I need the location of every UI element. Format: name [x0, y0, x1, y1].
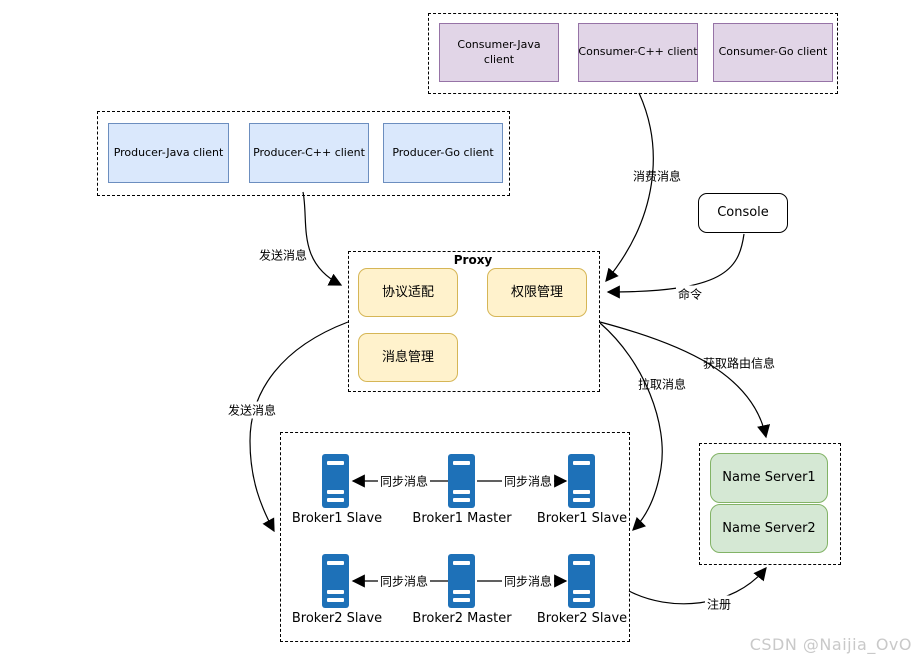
edge-label-sync-b1-left: 同步消息: [377, 472, 431, 490]
name-server2-box: Name Server2: [710, 504, 828, 553]
consumer-cpp-client-box: Consumer-C++ client: [578, 23, 698, 82]
proxy-module-message-management: 消息管理: [358, 333, 458, 382]
edge-broker-to-nameserver: [628, 566, 767, 605]
proxy-module-permission-management: 权限管理: [487, 268, 587, 317]
edge-label-command: 命令: [675, 285, 705, 303]
broker2-master-label: Broker2 Master: [412, 611, 512, 626]
name-server1-box: Name Server1: [710, 453, 828, 503]
consumer-java-client-box: Consumer-Java client: [439, 23, 559, 82]
broker-cluster-group: [280, 432, 630, 642]
proxy-group: [348, 251, 600, 392]
broker1-slave-right-label: Broker1 Slave: [536, 511, 628, 526]
producer-cpp-client-box: Producer-C++ client: [249, 123, 369, 183]
broker1-slave-left-label: Broker1 Slave: [291, 511, 383, 526]
edge-label-get-route: 获取路由信息: [702, 356, 776, 371]
producer-java-client-box: Producer-Java client: [108, 123, 229, 183]
edge-label-send-to-proxy: 发送消息: [258, 248, 308, 263]
consumer-go-client-box: Consumer-Go client: [713, 23, 833, 82]
edge-producer-to-proxy: [302, 191, 343, 286]
server-icon: [568, 554, 595, 608]
edge-label-send-to-broker: 发送消息: [225, 401, 279, 419]
csdn-watermark: CSDN @Naijia_OvO: [749, 635, 912, 654]
name-server-group: [699, 443, 841, 565]
producer-go-client-box: Producer-Go client: [383, 123, 503, 183]
proxy-module-protocol-adaptation: 协议适配: [358, 268, 458, 317]
server-icon: [448, 454, 475, 508]
edge-label-pull: 拉取消息: [637, 377, 687, 392]
edge-label-register: 注册: [704, 595, 734, 613]
edge-consumer-to-proxy: [605, 92, 654, 283]
broker1-master-label: Broker1 Master: [412, 511, 512, 526]
edge-console-to-proxy: [606, 233, 745, 299]
edge-label-sync-b2-right: 同步消息: [501, 572, 555, 590]
server-icon: [322, 554, 349, 608]
consumer-group: [428, 13, 838, 94]
broker2-slave-right-label: Broker2 Slave: [536, 611, 628, 626]
edge-label-sync-b2-left: 同步消息: [377, 572, 431, 590]
server-icon: [448, 554, 475, 608]
broker2-slave-left-label: Broker2 Slave: [291, 611, 383, 626]
producer-group: [97, 111, 510, 196]
server-icon: [322, 454, 349, 508]
proxy-title: Proxy: [453, 253, 493, 267]
edge-label-consume: 消费消息: [632, 169, 682, 184]
console-box: Console: [698, 193, 788, 233]
edge-label-sync-b1-right: 同步消息: [501, 472, 555, 490]
server-icon: [568, 454, 595, 508]
